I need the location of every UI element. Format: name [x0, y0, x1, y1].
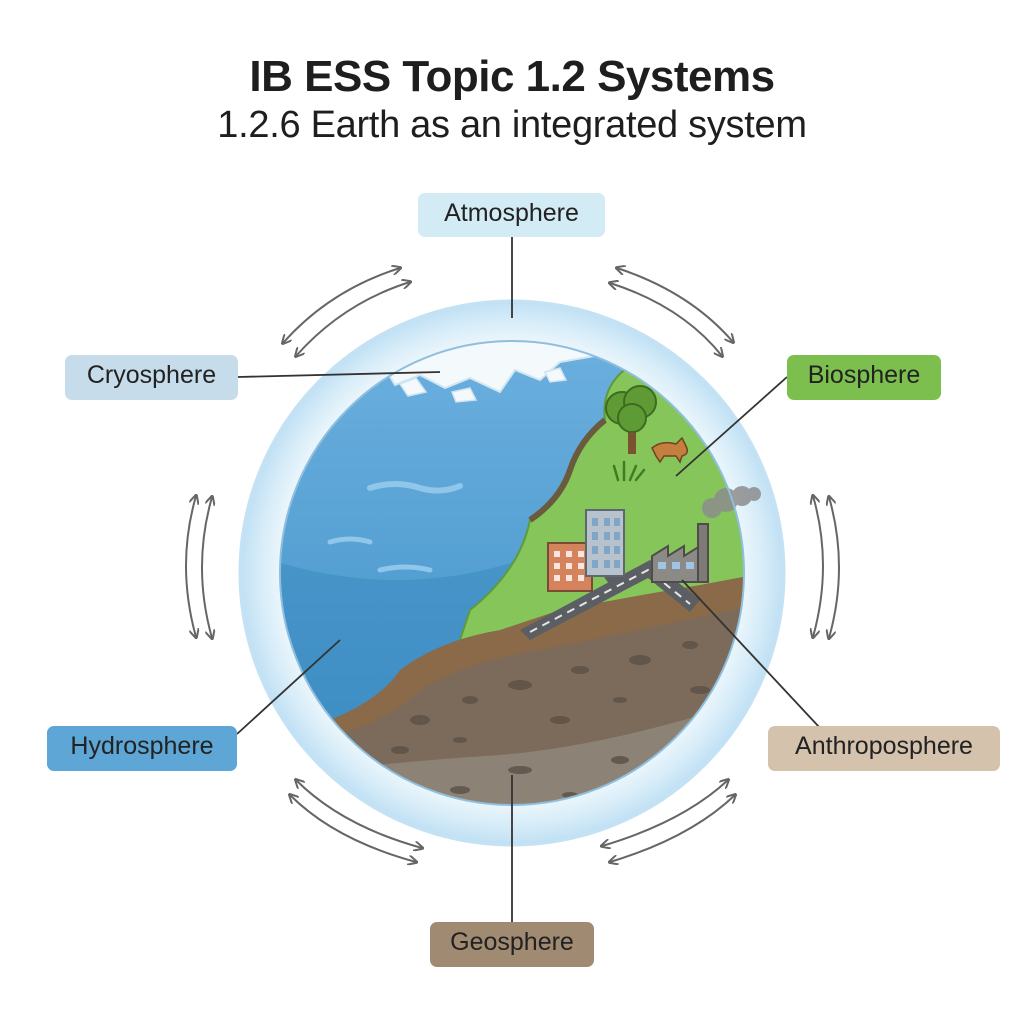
- grass-icon: [612, 460, 646, 482]
- page-subtitle: 1.2.6 Earth as an integrated system: [217, 104, 807, 146]
- anthroposphere-label: Anthroposphere: [768, 726, 1000, 771]
- geosphere-label: Geosphere: [430, 922, 594, 967]
- hydrosphere-label: Hydrosphere: [47, 726, 237, 771]
- building-icon: [547, 509, 625, 592]
- smoke-icon: [702, 486, 761, 518]
- page-title: IB ESS Topic 1.2 Systems: [249, 52, 775, 101]
- cryosphere-label: Cryosphere: [65, 355, 238, 400]
- factory-icon: [651, 523, 709, 583]
- tree-icon: [605, 385, 657, 454]
- biosphere-label: Biosphere: [787, 355, 941, 400]
- atmosphere-label: Atmosphere: [418, 193, 605, 237]
- double-arrow-icon: [185, 268, 840, 862]
- fox-icon: [651, 436, 689, 464]
